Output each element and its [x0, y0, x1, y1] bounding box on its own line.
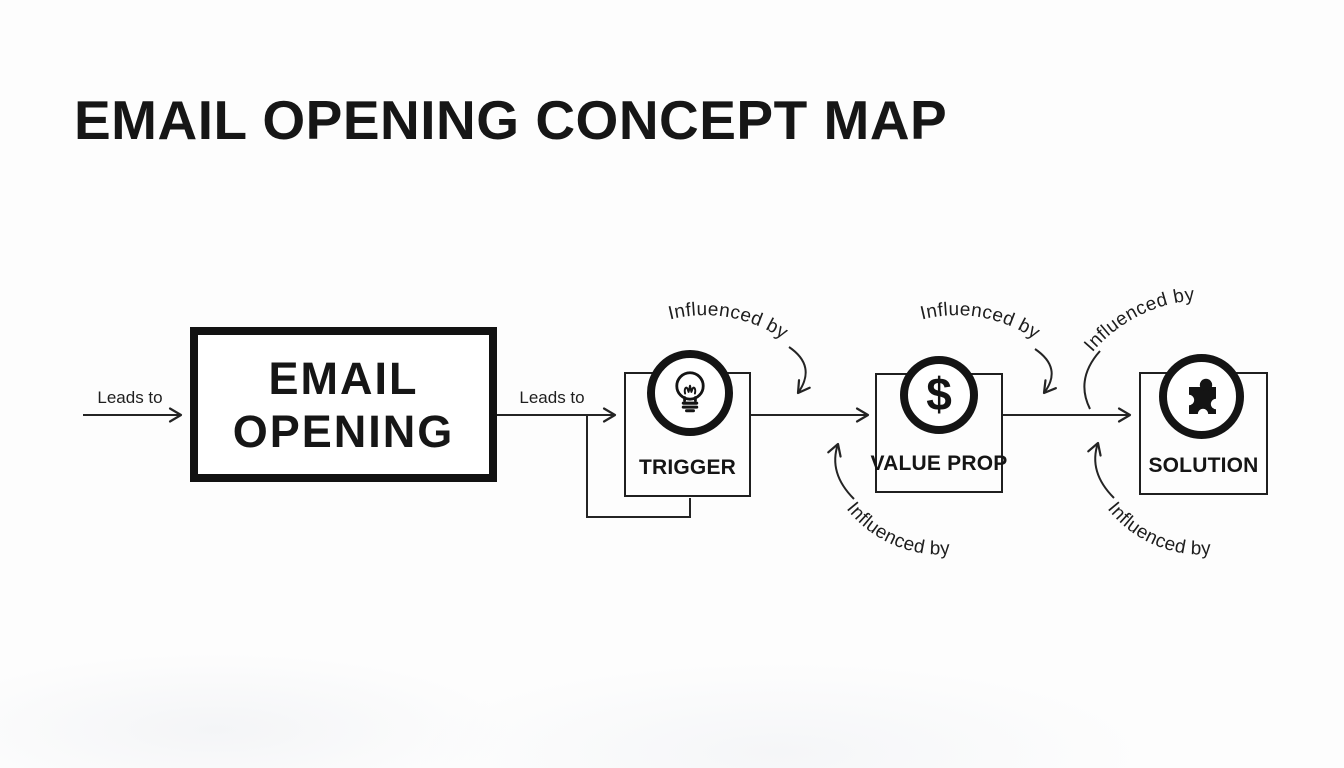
curved-swash-solution-top — [1083, 350, 1101, 410]
curved-arrow-trigger-top — [788, 346, 811, 395]
trigger-icon-circle — [647, 350, 733, 436]
value-prop-icon-circle: $ — [900, 356, 978, 434]
email-opening-label-line1: EMAIL — [268, 352, 419, 404]
influenced-by-label: Influenced by — [1080, 284, 1195, 356]
curved-arrow-solution-bottom — [1087, 441, 1115, 499]
leads-to-label-left: Leads to — [97, 388, 163, 407]
puzzle-icon — [1183, 378, 1221, 419]
solution-icon-circle — [1159, 354, 1244, 439]
value-prop-label: VALUE PROP — [870, 452, 1008, 475]
trigger-label: TRIGGER — [638, 456, 737, 479]
leads-to-label-right: Leads to — [519, 388, 585, 407]
influenced-by-label: Influenced by — [842, 498, 950, 559]
dollar-icon: $ — [926, 368, 952, 420]
email-opening-node: EMAIL OPENING — [190, 327, 497, 482]
curved-arrow-valueprop-bottom — [827, 442, 855, 500]
influenced-by-label: Influenced by — [918, 299, 1043, 344]
influenced-by-label: Influenced by — [1103, 498, 1211, 559]
lightbulb-icon — [675, 371, 705, 413]
page-title: EMAIL OPENING CONCEPT MAP — [74, 89, 948, 151]
trigger-feedback-loop — [586, 415, 691, 518]
influenced-by-label: Influenced by — [666, 299, 791, 344]
solution-label: SOLUTION — [1148, 454, 1259, 477]
email-opening-label-line2: OPENING — [232, 405, 455, 457]
curved-arrow-valueprop-top — [1034, 348, 1057, 395]
